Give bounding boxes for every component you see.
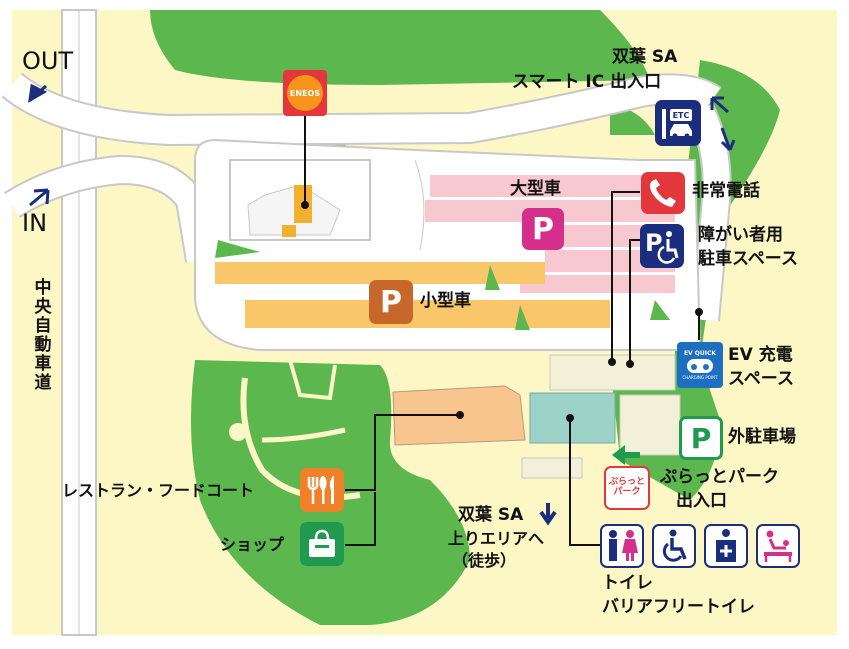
small-vehicle-label: 小型車 bbox=[420, 291, 471, 311]
ostomate-icon bbox=[704, 524, 748, 568]
in-arrow bbox=[29, 188, 50, 207]
walk-label-3: （徒歩） bbox=[452, 551, 517, 570]
large-vehicle-label: 大型車 bbox=[510, 179, 561, 199]
shop-label: ショップ bbox=[220, 535, 285, 554]
smart-ic-label-1: 双葉 SA bbox=[612, 47, 678, 67]
outer-parking-label: 外駐車場 bbox=[728, 427, 796, 447]
accessible-parking-label-1: 障がい者用 bbox=[698, 225, 783, 245]
plat-park-arrow bbox=[612, 445, 640, 465]
smart-ic-arrow-down bbox=[720, 127, 736, 152]
out-arrow bbox=[28, 83, 48, 103]
ev-charging-icon: EV QUICK CHARGING POINT bbox=[677, 342, 723, 388]
toilet-icon bbox=[600, 524, 644, 568]
outer-parking-icon: P bbox=[679, 416, 723, 460]
walk-label-2: 上りエリアへ bbox=[448, 529, 545, 548]
smart-ic-arrow-up bbox=[710, 96, 729, 114]
large-vehicle-parking-icon: P bbox=[522, 208, 564, 250]
ev-bottom-text: CHARGING POINT bbox=[682, 375, 718, 380]
svg-text:P: P bbox=[645, 229, 663, 257]
walk-label-1: 双葉 SA bbox=[458, 505, 524, 525]
toilet-label: トイレ bbox=[602, 573, 653, 593]
small-vehicle-parking-row bbox=[215, 262, 545, 284]
smart-ic-label-2: スマート IC 出入口 bbox=[512, 72, 662, 92]
small-vehicle-parking-icon: P bbox=[369, 280, 413, 324]
accessible-parking-label-2: 駐車スペース bbox=[698, 249, 798, 269]
baby-changing-icon bbox=[756, 524, 800, 568]
eneos-text: ENEOS bbox=[289, 88, 321, 98]
barrier-free-toilet-label: バリアフリートイレ bbox=[602, 597, 755, 617]
plat-park-label-1: ぷらっとパーク bbox=[660, 467, 779, 487]
ev-top-text: EV QUICK bbox=[683, 350, 717, 357]
expressway-label: 中央自動車道 bbox=[30, 278, 51, 392]
ev-label-1: EV 充電 bbox=[728, 345, 793, 365]
restaurant-label: レストラン・フードコート bbox=[62, 481, 255, 500]
accessible-parking-icon: P bbox=[640, 224, 684, 268]
restaurant-icon bbox=[300, 468, 344, 512]
shop-icon bbox=[300, 522, 344, 566]
out-label: OUT bbox=[22, 47, 74, 75]
emergency-phone-label: 非常電話 bbox=[692, 181, 760, 201]
emergency-phone-icon bbox=[641, 172, 685, 214]
plat-park-icon: ぷらっとパーク bbox=[604, 466, 650, 510]
in-label: IN bbox=[22, 209, 48, 237]
etc-icon: ETC bbox=[655, 100, 701, 146]
etc-text: ETC bbox=[673, 111, 690, 120]
walk-down-arrow bbox=[539, 503, 557, 526]
eneos-icon: ENEOS bbox=[283, 70, 327, 116]
wheelchair-icon bbox=[652, 524, 696, 568]
ev-label-2: スペース bbox=[728, 369, 794, 389]
north-grass-area bbox=[150, 10, 650, 85]
park-pond bbox=[229, 423, 247, 441]
plat-park-label-2: 出入口 bbox=[676, 491, 727, 511]
plat-park-icon-text: ぷらっとパーク bbox=[609, 477, 646, 497]
